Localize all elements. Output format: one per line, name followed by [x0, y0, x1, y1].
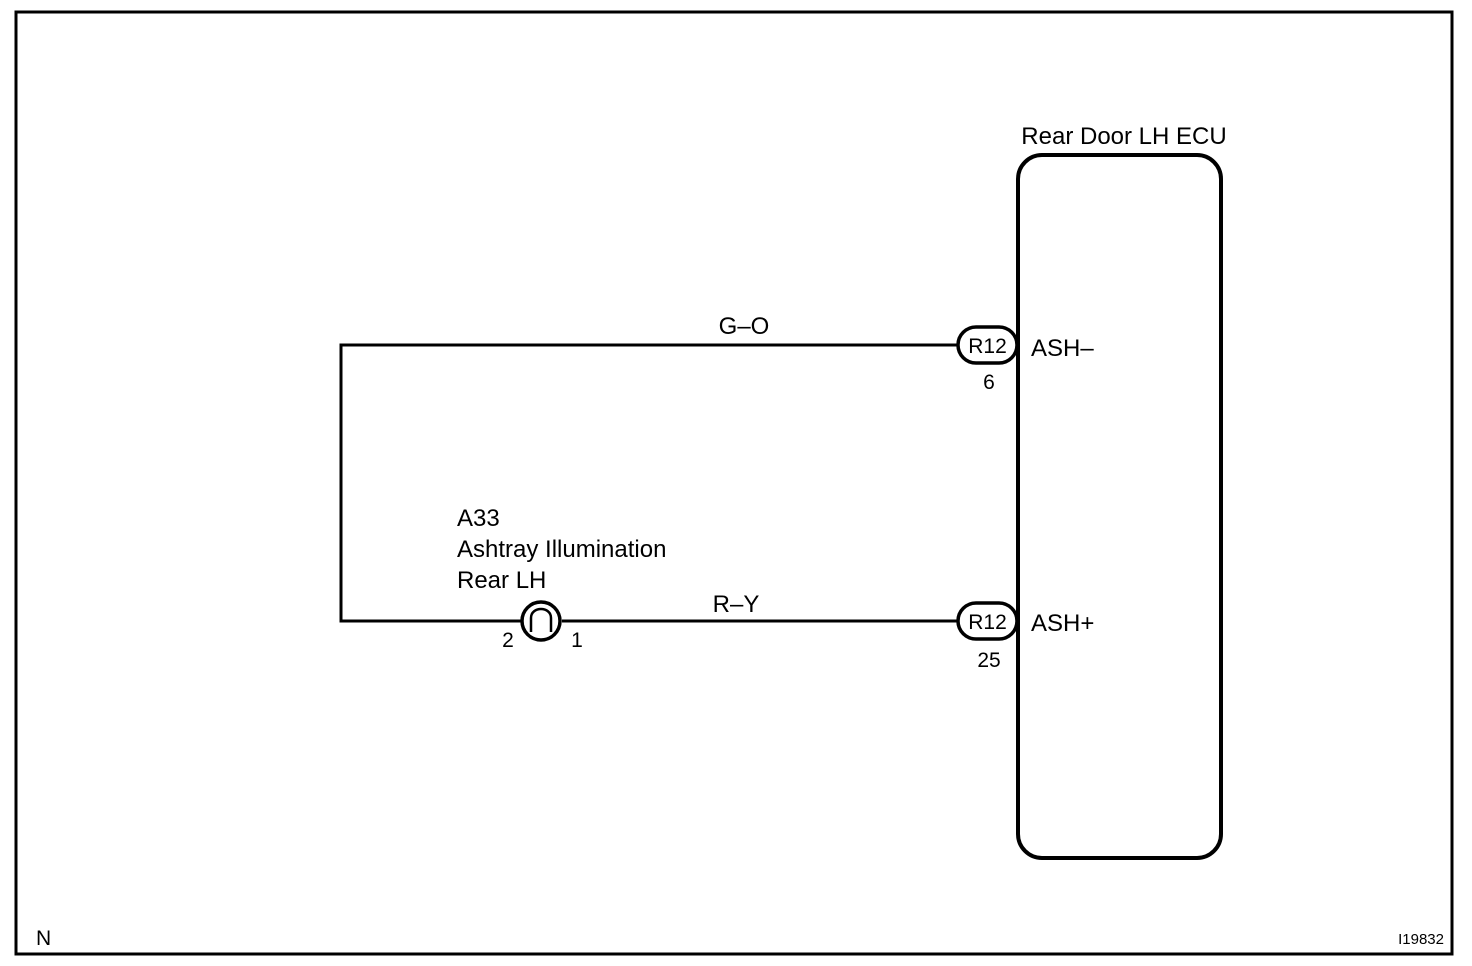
diagram-frame	[14, 10, 1454, 956]
lamp-name-line2: Rear LH	[457, 567, 546, 594]
connector-bottom-pin: 25	[977, 649, 1000, 672]
lamp-pin-right: 1	[571, 629, 583, 652]
connector-top	[956, 325, 1019, 365]
connector-top-pin: 6	[983, 371, 995, 394]
connector-bottom	[956, 601, 1019, 641]
connector-bottom-id: R12	[968, 611, 1007, 634]
ecu-box	[1016, 153, 1223, 860]
wire-color-top: G–O	[719, 313, 770, 340]
ecu-title: Rear Door LH ECU	[1021, 123, 1226, 150]
wire-loop	[339, 343, 958, 623]
lamp-name-line1: Ashtray Illumination	[457, 536, 666, 563]
terminal-ash-plus: ASH+	[1031, 610, 1094, 637]
figure-id: I19832	[1398, 931, 1444, 948]
bulb-icon	[520, 600, 562, 642]
lamp-pin-left: 2	[502, 629, 514, 652]
terminal-ash-minus: ASH–	[1031, 335, 1094, 362]
wire-color-bottom: R–Y	[713, 591, 760, 618]
lamp-code: A33	[457, 505, 500, 532]
corner-label: N	[36, 927, 51, 950]
connector-top-id: R12	[968, 335, 1007, 358]
